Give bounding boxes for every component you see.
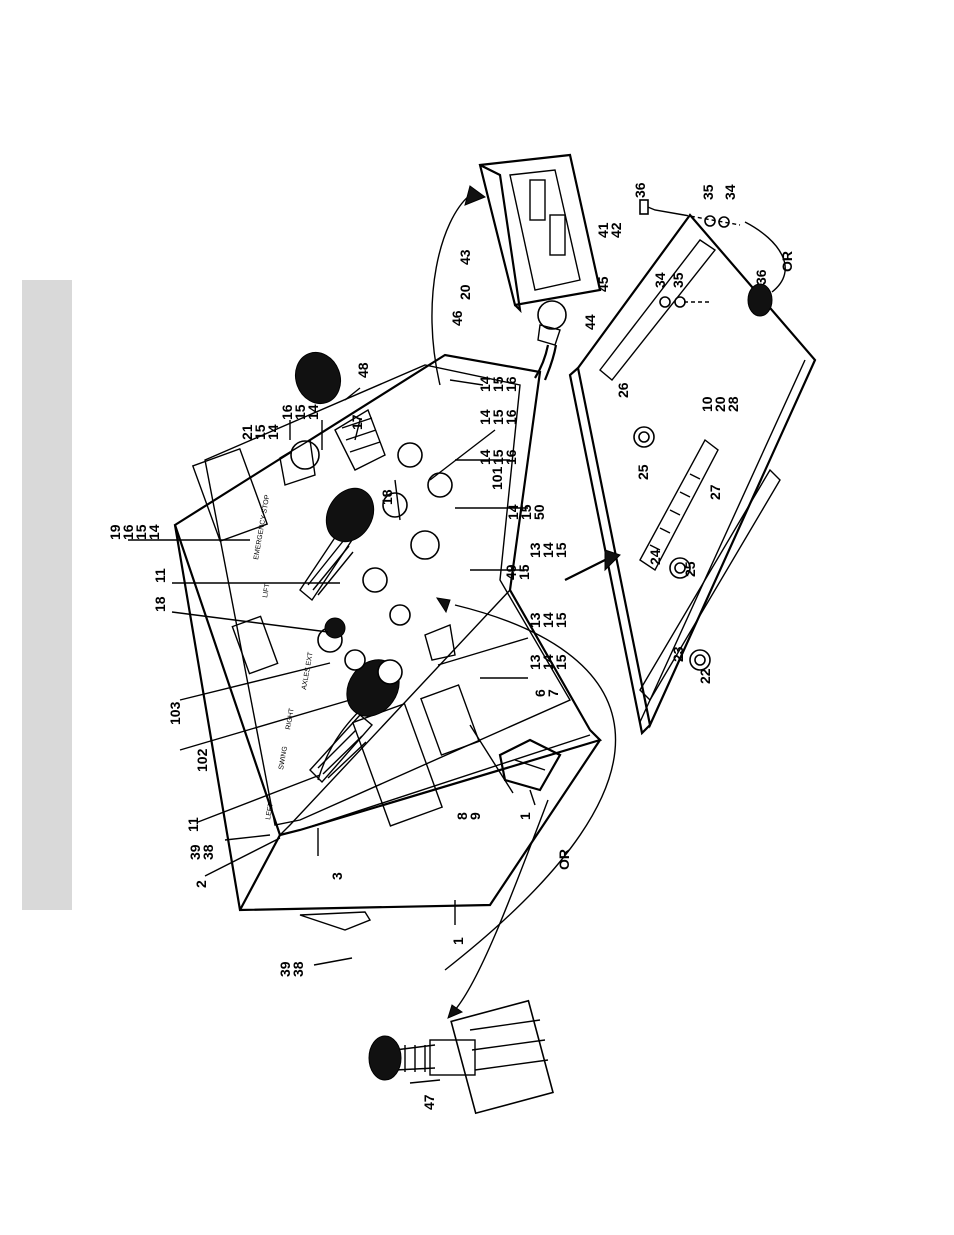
callout-20: 20 [457,284,473,300]
callout-36: 36 [632,182,648,198]
hardware-detail [640,200,785,316]
joystick-assembly-detail [369,1001,553,1113]
callout-43: 43 [457,249,473,265]
callout-47: 47 [421,1094,437,1110]
callout-101: 101 [489,466,505,490]
callout-1: 1 [450,937,466,945]
callout-27: 27 [707,484,723,500]
callout-24: 24 [647,549,663,565]
callout-49-15: 4915 [503,564,532,580]
callout-14-15-50: 141550 [505,504,547,520]
callout-34: 34 [722,184,738,200]
callout-36: 36 [753,269,769,285]
callout-41-42: 4142 [595,222,624,238]
callout-2: 2 [193,880,209,888]
callout-13-14-15: 131415 [527,542,569,558]
panel-label-right: RIGHT [285,707,296,730]
callout-8-9: 89 [454,812,483,820]
callout-25: 25 [635,464,651,480]
callout-102: 102 [194,748,210,772]
panel-label-emergency: EMERGENCY STOP [253,494,271,560]
panel-text: LEFT SWING RIGHT LIFT EMERGENCY STOP AXL… [253,494,315,820]
panel-label-swing: SWING [278,746,289,771]
panel-label-axles: AXLES EXT [301,651,315,690]
callout-16-15-14: 161514 [279,404,321,420]
callout-46: 46 [449,310,465,326]
callout-or: OR [779,251,795,272]
callout-14-15-16: 141516 [477,449,519,465]
callout-11: 11 [185,817,201,832]
callout-34: 34 [652,272,668,288]
callout-11: 11 [152,568,168,583]
callout-35: 35 [700,184,716,200]
callout-26: 26 [615,382,631,398]
callout-18: 18 [152,596,168,612]
callout-18: 18 [379,489,395,505]
callout-35: 35 [670,272,686,288]
leader-lines [128,380,535,1083]
toggle-switches [280,440,455,684]
callout-45: 45 [595,276,611,292]
callout-labels: 19161514 11 18 103 102 11 3938 2 3 3938 … [107,182,795,1110]
callout-25: 25 [682,561,698,577]
callout-48: 48 [355,362,371,378]
callout-13-14-15: 131415 [527,654,569,670]
callout-17: 17 [349,414,365,430]
callout-6-7: 67 [532,689,561,697]
callout-14-15-16: 141516 [477,409,519,425]
callout-3: 3 [329,872,345,880]
callout-10-20-28: 102028 [699,396,741,412]
callout-14-15-16: 141516 [477,376,519,392]
callout-103: 103 [167,701,183,725]
callout-19-16-15-14: 19161514 [107,524,162,540]
control-box [175,355,600,930]
callout-23: 23 [670,646,686,662]
callout-44: 44 [582,314,598,330]
callout-1: 1 [517,812,533,820]
terminal-box [480,155,600,380]
callout-22: 22 [697,668,713,684]
panel-label-lift: LIFT [262,582,272,598]
callout-39-38: 3938 [187,844,216,860]
callout-21-15-14: 211514 [239,424,281,440]
callout-or: OR [556,849,572,870]
callout-13-14-15: 131415 [527,612,569,628]
callout-39-38: 3938 [277,961,306,977]
